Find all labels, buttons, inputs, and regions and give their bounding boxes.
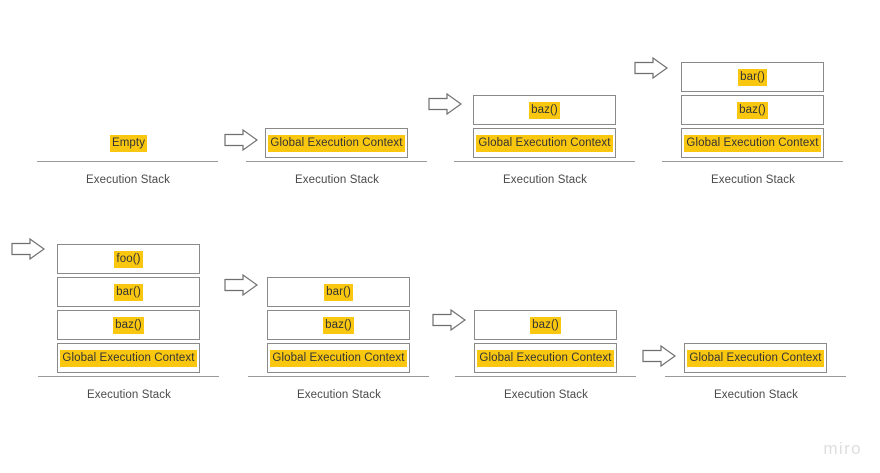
right-block-arrow-icon <box>432 309 466 331</box>
stack-frame-label: Empty <box>109 134 148 152</box>
stack-frame: bar() <box>57 277 200 307</box>
execution-stack-group-1: Empty Execution Stack <box>37 96 218 188</box>
execution-stack-group-4: bar() baz() Global Execution Context Exe… <box>662 25 843 188</box>
stack-baseline <box>665 376 846 377</box>
right-block-arrow-icon <box>224 129 258 151</box>
right-block-arrow-icon <box>642 345 676 367</box>
stack-frame-label: bar() <box>114 283 143 301</box>
stack-frames-8: Global Execution Context <box>684 343 827 373</box>
stack-frame: bar() <box>681 62 824 92</box>
stack-frames-4: bar() baz() Global Execution Context <box>681 62 824 158</box>
right-block-arrow-icon <box>634 57 668 79</box>
stack-frames-3: baz() Global Execution Context <box>473 95 616 158</box>
stack-frame-label: baz() <box>530 316 561 334</box>
right-block-arrow-icon <box>428 93 462 115</box>
stack-frame-label: bar() <box>324 283 353 301</box>
stack-frames-5: foo() bar() baz() Global Execution Conte… <box>57 244 200 373</box>
execution-stack-group-8: Global Execution Context Execution Stack <box>665 311 846 403</box>
execution-stack-group-6: bar() baz() Global Execution Context Exe… <box>248 240 429 403</box>
right-block-arrow-icon <box>224 274 258 296</box>
stack-frames-7: baz() Global Execution Context <box>474 310 617 373</box>
stack-frame: Global Execution Context <box>267 343 410 373</box>
stack-frame-label: Global Execution Context <box>477 349 614 367</box>
stack-caption: Execution Stack <box>86 174 170 186</box>
miro-watermark: miro <box>823 439 862 458</box>
stack-frame: baz() <box>474 310 617 340</box>
stack-frame: Global Execution Context <box>265 128 408 158</box>
stack-frame-label: baz() <box>737 101 768 119</box>
stack-frame-label: baz() <box>529 101 560 119</box>
stack-baseline <box>248 376 429 377</box>
execution-stack-group-7: baz() Global Execution Context Execution… <box>455 275 636 403</box>
stack-frames-1: Empty <box>56 128 201 158</box>
stack-frame-label: Global Execution Context <box>268 134 405 152</box>
stack-caption: Execution Stack <box>504 389 588 401</box>
stack-frame: bar() <box>267 277 410 307</box>
execution-stack-group-5: foo() bar() baz() Global Execution Conte… <box>38 205 219 403</box>
stack-frame: foo() <box>57 244 200 274</box>
execution-stack-group-2: Global Execution Context Execution Stack <box>246 96 427 188</box>
stack-caption: Execution Stack <box>295 174 379 186</box>
right-block-arrow-icon <box>11 238 45 260</box>
stack-frame-label: foo() <box>114 250 143 268</box>
stack-frames-6: bar() baz() Global Execution Context <box>267 277 410 373</box>
stack-frame: baz() <box>267 310 410 340</box>
stack-frame: Global Execution Context <box>681 128 824 158</box>
stack-frame-label: Global Execution Context <box>60 349 197 367</box>
stack-frame-label: Global Execution Context <box>687 349 824 367</box>
stack-frame-label: bar() <box>738 68 767 86</box>
stack-caption: Execution Stack <box>714 389 798 401</box>
stack-frame-label: Global Execution Context <box>684 134 821 152</box>
stack-caption: Execution Stack <box>503 174 587 186</box>
stack-baseline <box>662 161 843 162</box>
stack-baseline <box>37 161 218 162</box>
stack-frame-empty: Empty <box>56 128 201 158</box>
stack-frame: baz() <box>473 95 616 125</box>
stack-caption: Execution Stack <box>297 389 381 401</box>
stack-frame-label: baz() <box>323 316 354 334</box>
stack-frame: Global Execution Context <box>473 128 616 158</box>
stack-frame-label: Global Execution Context <box>270 349 407 367</box>
stack-frame-label: Global Execution Context <box>476 134 613 152</box>
stack-baseline <box>246 161 427 162</box>
stack-frame: Global Execution Context <box>684 343 827 373</box>
stack-caption: Execution Stack <box>711 174 795 186</box>
stack-frames-2: Global Execution Context <box>265 128 408 158</box>
stack-caption: Execution Stack <box>87 389 171 401</box>
stack-frame: Global Execution Context <box>57 343 200 373</box>
stack-frame: baz() <box>681 95 824 125</box>
stack-baseline <box>455 376 636 377</box>
stack-frame: Global Execution Context <box>474 343 617 373</box>
execution-stack-group-3: baz() Global Execution Context Execution… <box>454 60 635 188</box>
stack-frame: baz() <box>57 310 200 340</box>
stack-baseline <box>454 161 635 162</box>
stack-baseline <box>38 376 219 377</box>
stack-frame-label: baz() <box>113 316 144 334</box>
